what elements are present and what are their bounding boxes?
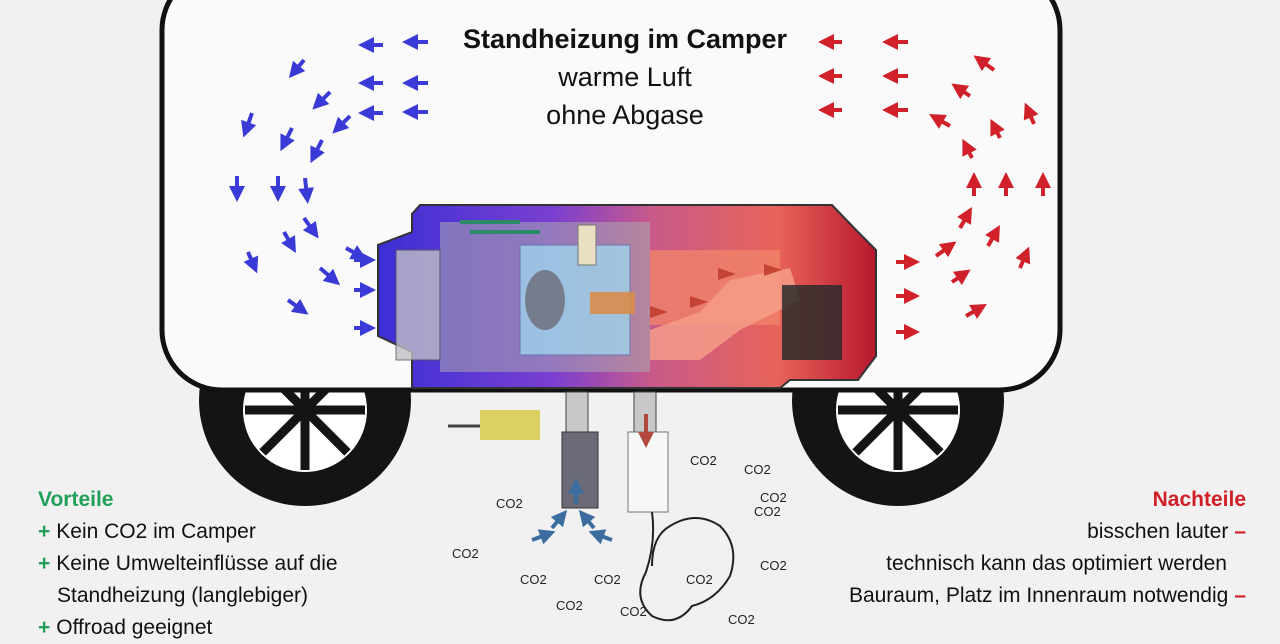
warm-air-arrow <box>973 55 996 72</box>
disadvantage-item: technisch kann das optimiert werden <box>886 552 1227 575</box>
advantages-list: Vorteile +Kein CO2 im Camper +Keine Umwe… <box>38 484 338 644</box>
warm-air-arrow <box>934 241 957 258</box>
co2-label: CO2 <box>760 558 787 573</box>
diagram-subtitle-1: warme Luft <box>558 62 692 92</box>
advantage-item-continuation: Standheizung (langlebiger) <box>57 584 309 607</box>
warm-air-arrow <box>985 225 1000 247</box>
warm-air-arrow <box>990 118 1005 139</box>
warm-air-arrow <box>929 114 951 129</box>
cold-air-arrow <box>298 177 315 204</box>
cold-air-arrows <box>229 34 428 336</box>
advantage-item: +Offroad geeignet <box>38 616 213 639</box>
co2-label: CO2 <box>520 572 547 587</box>
co2-label: CO2 <box>496 496 523 511</box>
intake-air-arrow <box>550 509 568 530</box>
co2-label: CO2 <box>556 598 583 613</box>
cold-air-arrow <box>281 231 296 253</box>
intake-air-arrow <box>531 529 556 545</box>
cold-air-arrow <box>243 251 259 274</box>
co2-label: CO2 <box>760 490 787 505</box>
co2-label: CO2 <box>620 604 647 619</box>
warm-air-arrow <box>962 138 977 159</box>
disadvantage-item: Bauraum, Platz im Innenraum notwendig– <box>848 584 1246 607</box>
warm-air-arrow <box>1023 102 1039 125</box>
cold-air-arrow <box>345 245 367 260</box>
intake-air-arrow <box>578 509 596 530</box>
heater-unit <box>377 204 877 389</box>
cold-air-arrow <box>302 216 319 239</box>
warm-air-arrow <box>1015 246 1031 269</box>
intake-air-arrows <box>531 478 613 545</box>
cold-air-arrow <box>318 266 341 286</box>
cold-air-arrow <box>332 114 352 134</box>
warm-air-arrow <box>957 207 972 229</box>
warm-air-arrows <box>818 34 1051 340</box>
warm-air-arrow <box>951 83 972 100</box>
co2-label: CO2 <box>594 572 621 587</box>
disadvantages-list: Nachteile bisschen lauter– technisch kan… <box>849 484 1246 612</box>
co2-label: CO2 <box>686 572 713 587</box>
warm-air-arrow <box>950 269 971 286</box>
co2-label: CO2 <box>452 546 479 561</box>
disadvantage-item: bisschen lauter– <box>1087 520 1246 543</box>
co2-label: CO2 <box>690 453 717 468</box>
advantage-item: +Keine Umwelteinflüsse auf die <box>38 552 338 575</box>
advantage-item: +Kein CO2 im Camper <box>38 520 256 543</box>
advantages-heading: Vorteile <box>38 488 114 511</box>
warm-air-arrow <box>965 304 987 319</box>
cold-air-arrow <box>286 298 309 315</box>
intake-air-arrow <box>588 529 613 545</box>
diagram-subtitle-2: ohne Abgase <box>546 100 704 130</box>
cold-air-arrow <box>312 90 332 110</box>
co2-label: CO2 <box>744 462 771 477</box>
cold-air-arrow <box>310 139 325 164</box>
cold-air-arrow <box>288 58 306 79</box>
co2-label: CO2 <box>728 612 755 627</box>
co2-label: CO2 <box>754 504 781 519</box>
pipes <box>448 391 735 622</box>
cold-air-arrow <box>280 127 295 152</box>
cold-air-arrow <box>241 112 257 138</box>
disadvantages-heading: Nachteile <box>1152 488 1246 511</box>
diagram-title: Standheizung im Camper <box>462 24 788 54</box>
